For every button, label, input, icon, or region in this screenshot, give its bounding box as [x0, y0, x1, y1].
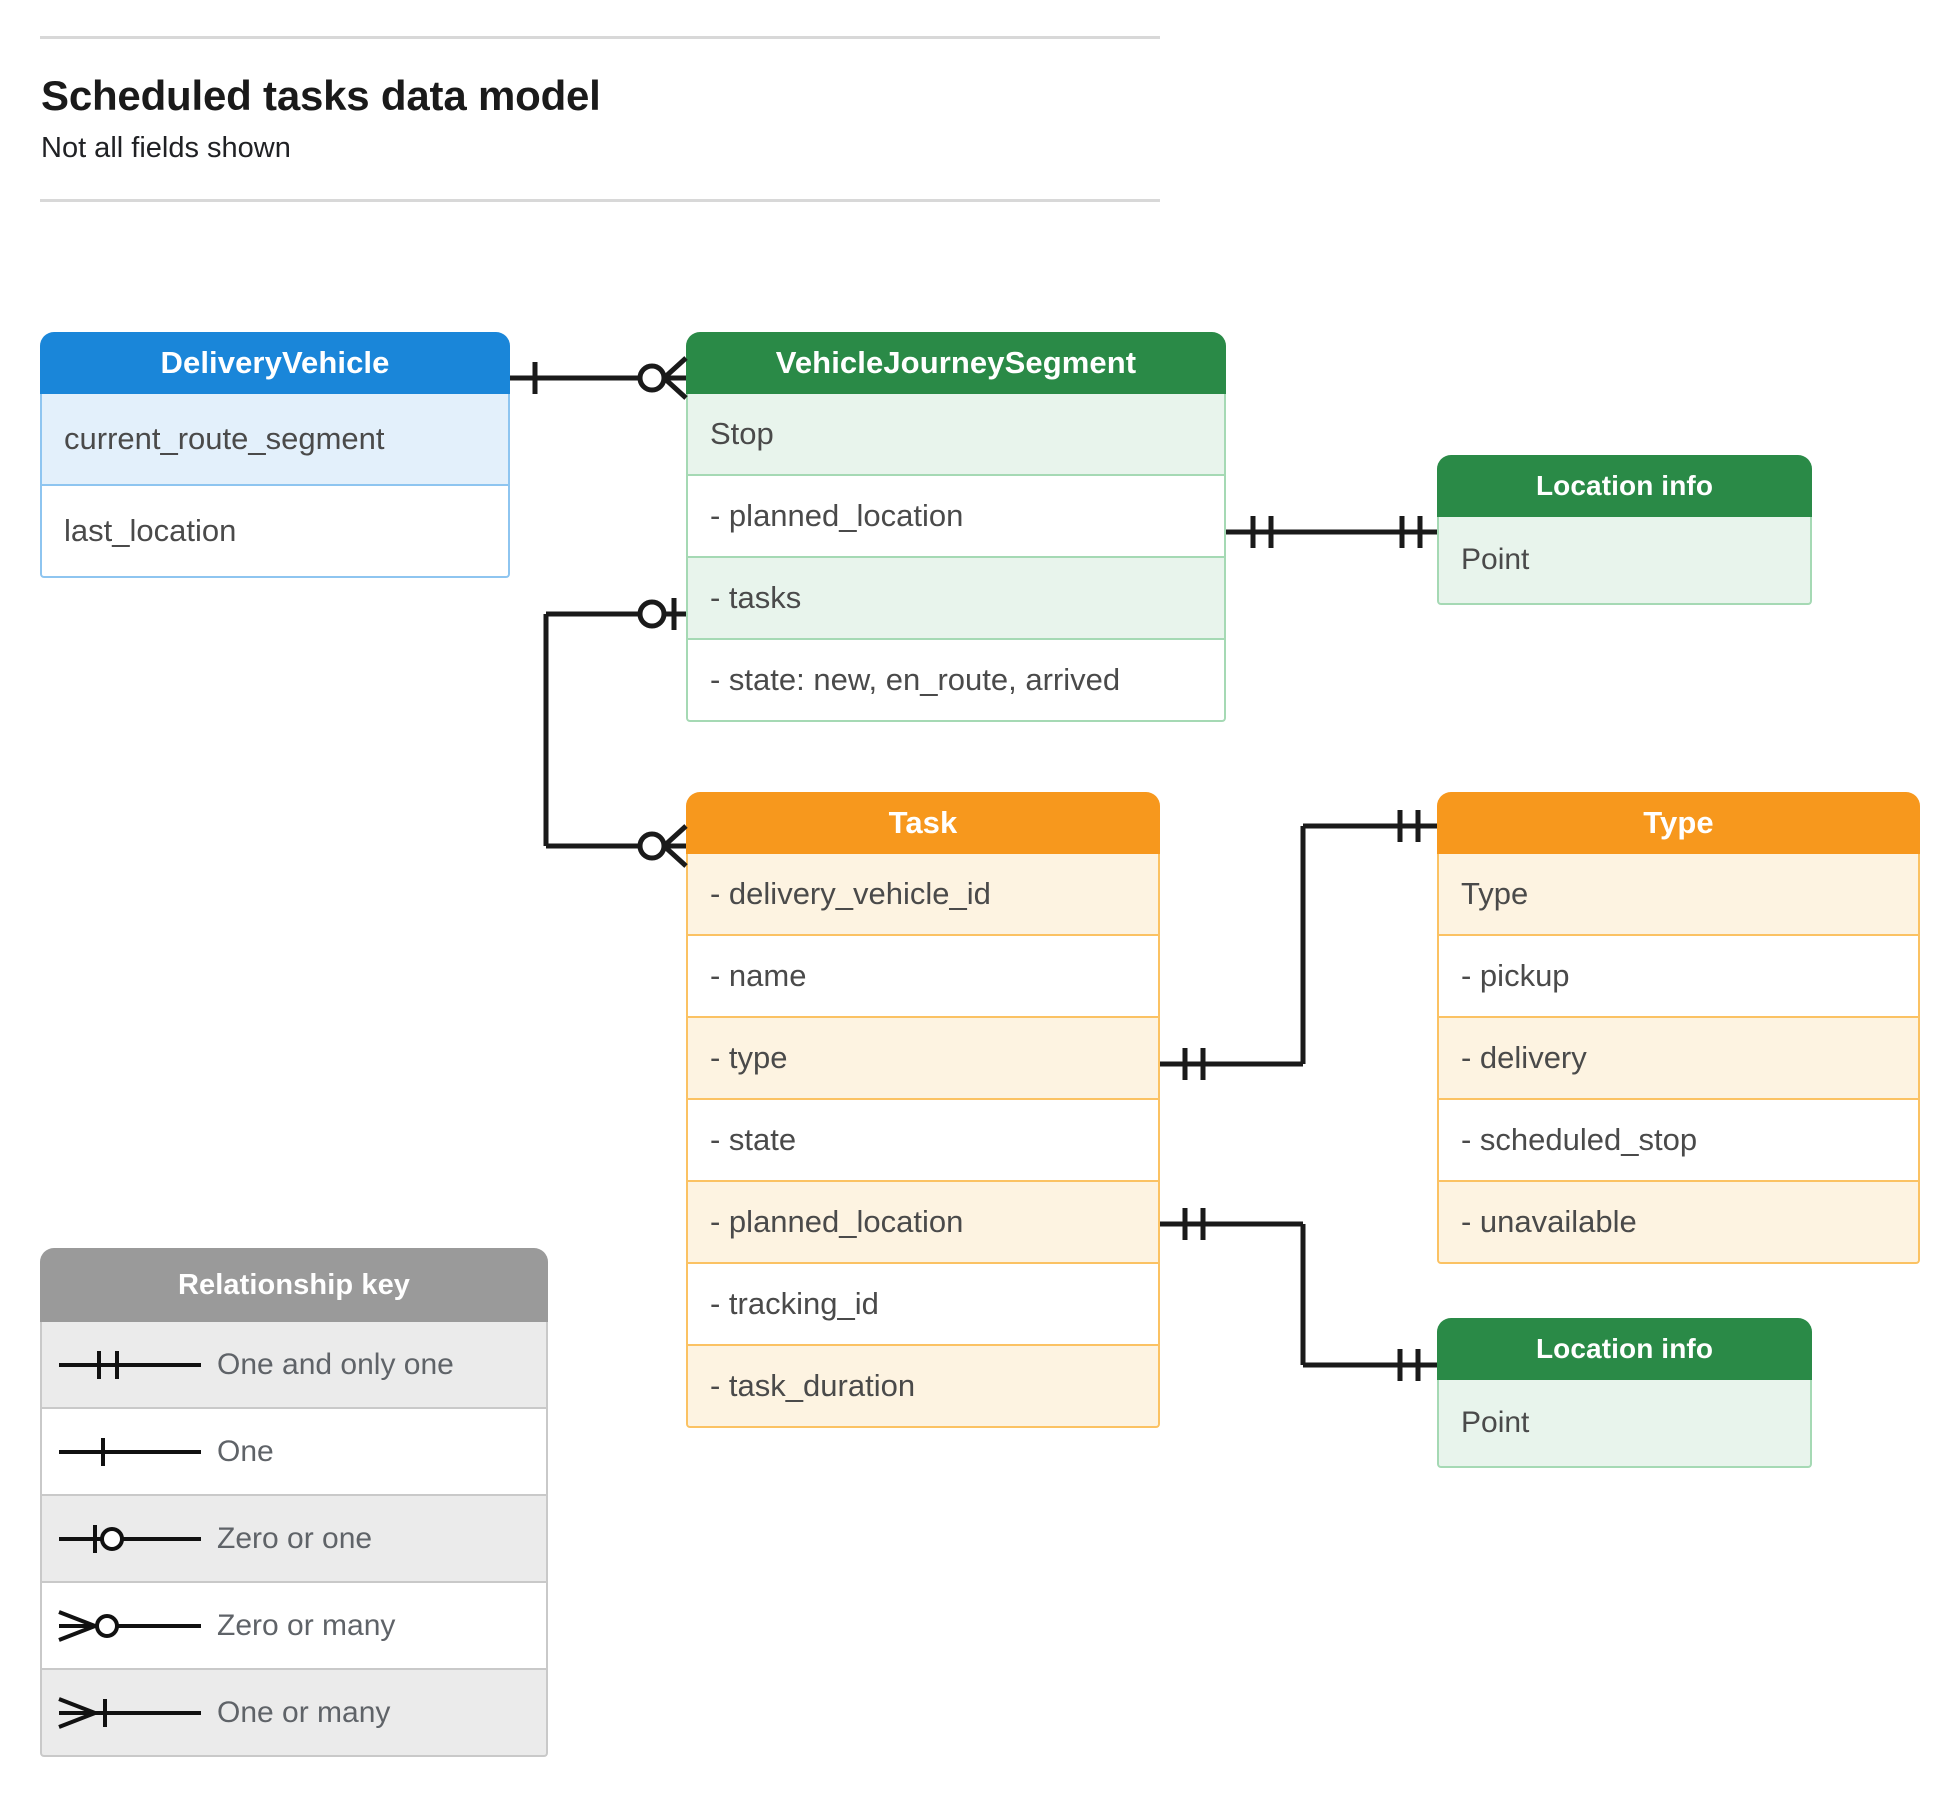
legend-item-label: One	[217, 1434, 274, 1468]
entity-title-vehicle-journey-segment: VehicleJourneySegment	[686, 332, 1226, 394]
header-rule-top	[40, 36, 1160, 39]
header-rule-bottom	[40, 199, 1160, 202]
entity-title-location-info-top: Location info	[1437, 455, 1812, 517]
field-row[interactable]: - tasks	[686, 558, 1226, 640]
one-and-only-one-icon	[42, 1322, 217, 1407]
legend-item-zero-or-many: Zero or many	[40, 1583, 548, 1670]
entity-title-delivery-vehicle: DeliveryVehicle	[40, 332, 510, 394]
field-row[interactable]: - unavailable	[1437, 1182, 1920, 1264]
legend-item-zero-or-one: Zero or one	[40, 1496, 548, 1583]
field-row[interactable]: - type	[686, 1018, 1160, 1100]
field-row[interactable]: Point	[1437, 517, 1812, 605]
connector-journey-segment-tasks-to-task	[543, 598, 688, 868]
one-icon	[42, 1409, 217, 1494]
field-row[interactable]: Point	[1437, 1380, 1812, 1468]
entity-type[interactable]: Type Type - pickup - delivery - schedule…	[1437, 792, 1920, 1264]
one-or-many-icon	[42, 1670, 217, 1755]
connector-task-planned-location-to-location-info-bottom	[1160, 1208, 1437, 1381]
legend-item-one-and-only-one: One and only one	[40, 1322, 548, 1409]
zero-or-one-icon	[42, 1496, 217, 1581]
field-row[interactable]: - delivery	[1437, 1018, 1920, 1100]
zero-or-many-icon	[42, 1583, 217, 1668]
entity-title-location-info-bottom: Location info	[1437, 1318, 1812, 1380]
legend-title: Relationship key	[40, 1248, 548, 1322]
relationship-key-legend: Relationship key One and only one One	[40, 1248, 548, 1757]
connector-task-type-to-type	[1160, 810, 1437, 1080]
field-row[interactable]: - state: new, en_route, arrived	[686, 640, 1226, 722]
connector-delivery-vehicle-to-journey-segment	[510, 356, 688, 400]
entity-vehicle-journey-segment[interactable]: VehicleJourneySegment Stop - planned_loc…	[686, 332, 1226, 722]
legend-item-label: Zero or one	[217, 1521, 373, 1555]
field-row[interactable]: - tracking_id	[686, 1264, 1160, 1346]
field-row[interactable]: - pickup	[1437, 936, 1920, 1018]
entity-title-type: Type	[1437, 792, 1920, 854]
field-row[interactable]: - name	[686, 936, 1160, 1018]
field-row[interactable]: - planned_location	[686, 476, 1226, 558]
entity-location-info-bottom[interactable]: Location info Point	[1437, 1318, 1812, 1468]
connector-journey-segment-to-location-info-top	[1226, 516, 1437, 548]
entity-task[interactable]: Task - delivery_vehicle_id - name - type…	[686, 792, 1160, 1428]
field-row[interactable]: - task_duration	[686, 1346, 1160, 1428]
field-row[interactable]: - state	[686, 1100, 1160, 1182]
field-row[interactable]: - delivery_vehicle_id	[686, 854, 1160, 936]
entity-delivery-vehicle[interactable]: DeliveryVehicle current_route_segment la…	[40, 332, 510, 578]
legend-item-one: One	[40, 1409, 548, 1496]
legend-item-label: One or many	[217, 1695, 391, 1729]
field-row[interactable]: last_location	[40, 486, 510, 578]
legend-item-label: One and only one	[217, 1347, 454, 1381]
page-subtitle: Not all fields shown	[41, 132, 291, 164]
field-row[interactable]: - planned_location	[686, 1182, 1160, 1264]
entity-location-info-top[interactable]: Location info Point	[1437, 455, 1812, 605]
entity-title-task: Task	[686, 792, 1160, 854]
field-row[interactable]: Stop	[686, 394, 1226, 476]
legend-item-label: Zero or many	[217, 1608, 396, 1642]
legend-item-one-or-many: One or many	[40, 1670, 548, 1757]
field-row[interactable]: Type	[1437, 854, 1920, 936]
field-row[interactable]: - scheduled_stop	[1437, 1100, 1920, 1182]
field-row[interactable]: current_route_segment	[40, 394, 510, 486]
page-title: Scheduled tasks data model	[41, 72, 601, 119]
